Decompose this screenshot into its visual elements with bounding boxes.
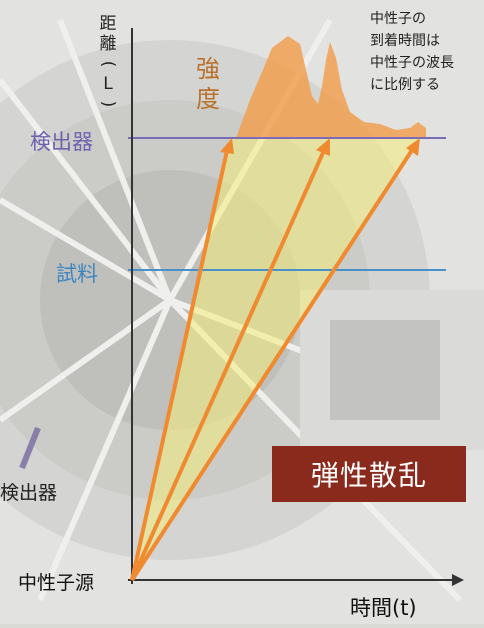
- intensity-char-2: 度: [196, 85, 220, 113]
- note-line-4: に比例する: [370, 77, 440, 93]
- elastic-scattering-label: 弾性散乱: [310, 459, 427, 492]
- distance-char-2: 離: [99, 34, 117, 54]
- intensity-label: 強 度: [196, 54, 220, 114]
- note-line-1: 中性子の: [370, 11, 426, 27]
- arrowhead-slow: [406, 138, 420, 156]
- arrowhead-fast: [220, 138, 234, 154]
- note-line-2: 到着時間は: [370, 33, 440, 49]
- arrowhead-medium: [316, 138, 330, 156]
- arrow-slow: [130, 142, 418, 582]
- sample-label: 試料: [56, 262, 98, 286]
- elastic-scattering-badge: 弾性散乱: [272, 446, 466, 502]
- detector-left-label: 検出器: [0, 482, 58, 504]
- detector-label: 検出器: [30, 130, 93, 154]
- wavelength-note: 中性子の 到着時間は 中性子の波長 に比例する: [370, 8, 484, 96]
- intensity-peaks: [236, 36, 426, 138]
- distance-char-5: ): [98, 100, 118, 108]
- arrow-medium: [130, 145, 328, 581]
- distance-char-4: L: [103, 74, 113, 94]
- time-axis-arrowhead: [452, 574, 464, 586]
- intensity-char-1: 強: [196, 55, 220, 83]
- arrow-fast: [130, 145, 230, 581]
- distance-axis-label: 距 離 ( L ): [96, 14, 120, 114]
- distance-char-1: 距: [99, 14, 117, 34]
- detector-left-bar: [19, 426, 41, 470]
- note-line-3: 中性子の波長: [370, 55, 454, 71]
- neutron-source-label: 中性子源: [18, 572, 95, 594]
- neutron-arrows: [130, 138, 420, 582]
- distance-char-3: (: [98, 60, 118, 68]
- time-axis-label: 時間(t): [350, 596, 417, 620]
